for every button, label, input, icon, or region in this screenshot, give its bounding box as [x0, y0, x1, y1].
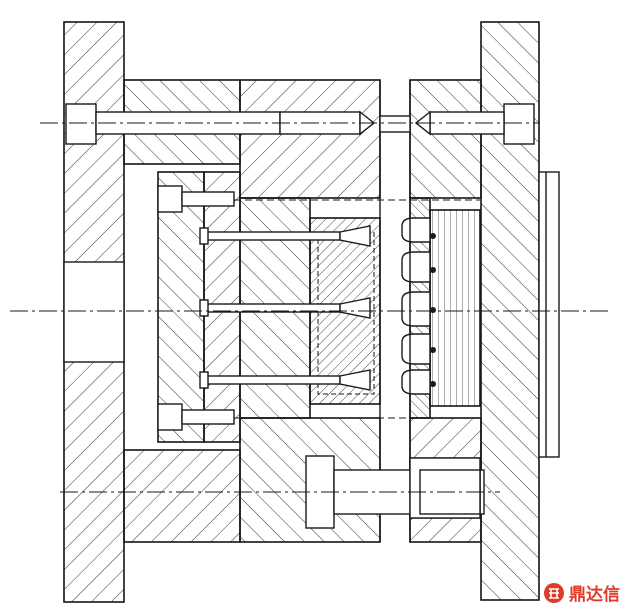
ejector-screws	[157, 185, 235, 431]
center-lines	[10, 122, 612, 493]
top-a-plate	[409, 79, 482, 199]
bottom-support-plate	[123, 449, 241, 543]
cavity-insert	[429, 209, 481, 407]
top-spacer-block	[239, 79, 381, 199]
right-locating-ring	[538, 171, 560, 458]
watermark: 鼎达信	[543, 580, 620, 605]
gate-points	[430, 233, 436, 387]
pin-tips	[339, 225, 371, 391]
molded-parts	[401, 217, 431, 395]
sprue-stub	[379, 115, 411, 133]
watermark-text: 鼎达信	[569, 585, 620, 605]
brand-logo-icon	[544, 582, 564, 603]
locating-ring-bore	[63, 261, 125, 363]
guide-pin	[305, 455, 485, 529]
reference-lines	[234, 199, 480, 419]
